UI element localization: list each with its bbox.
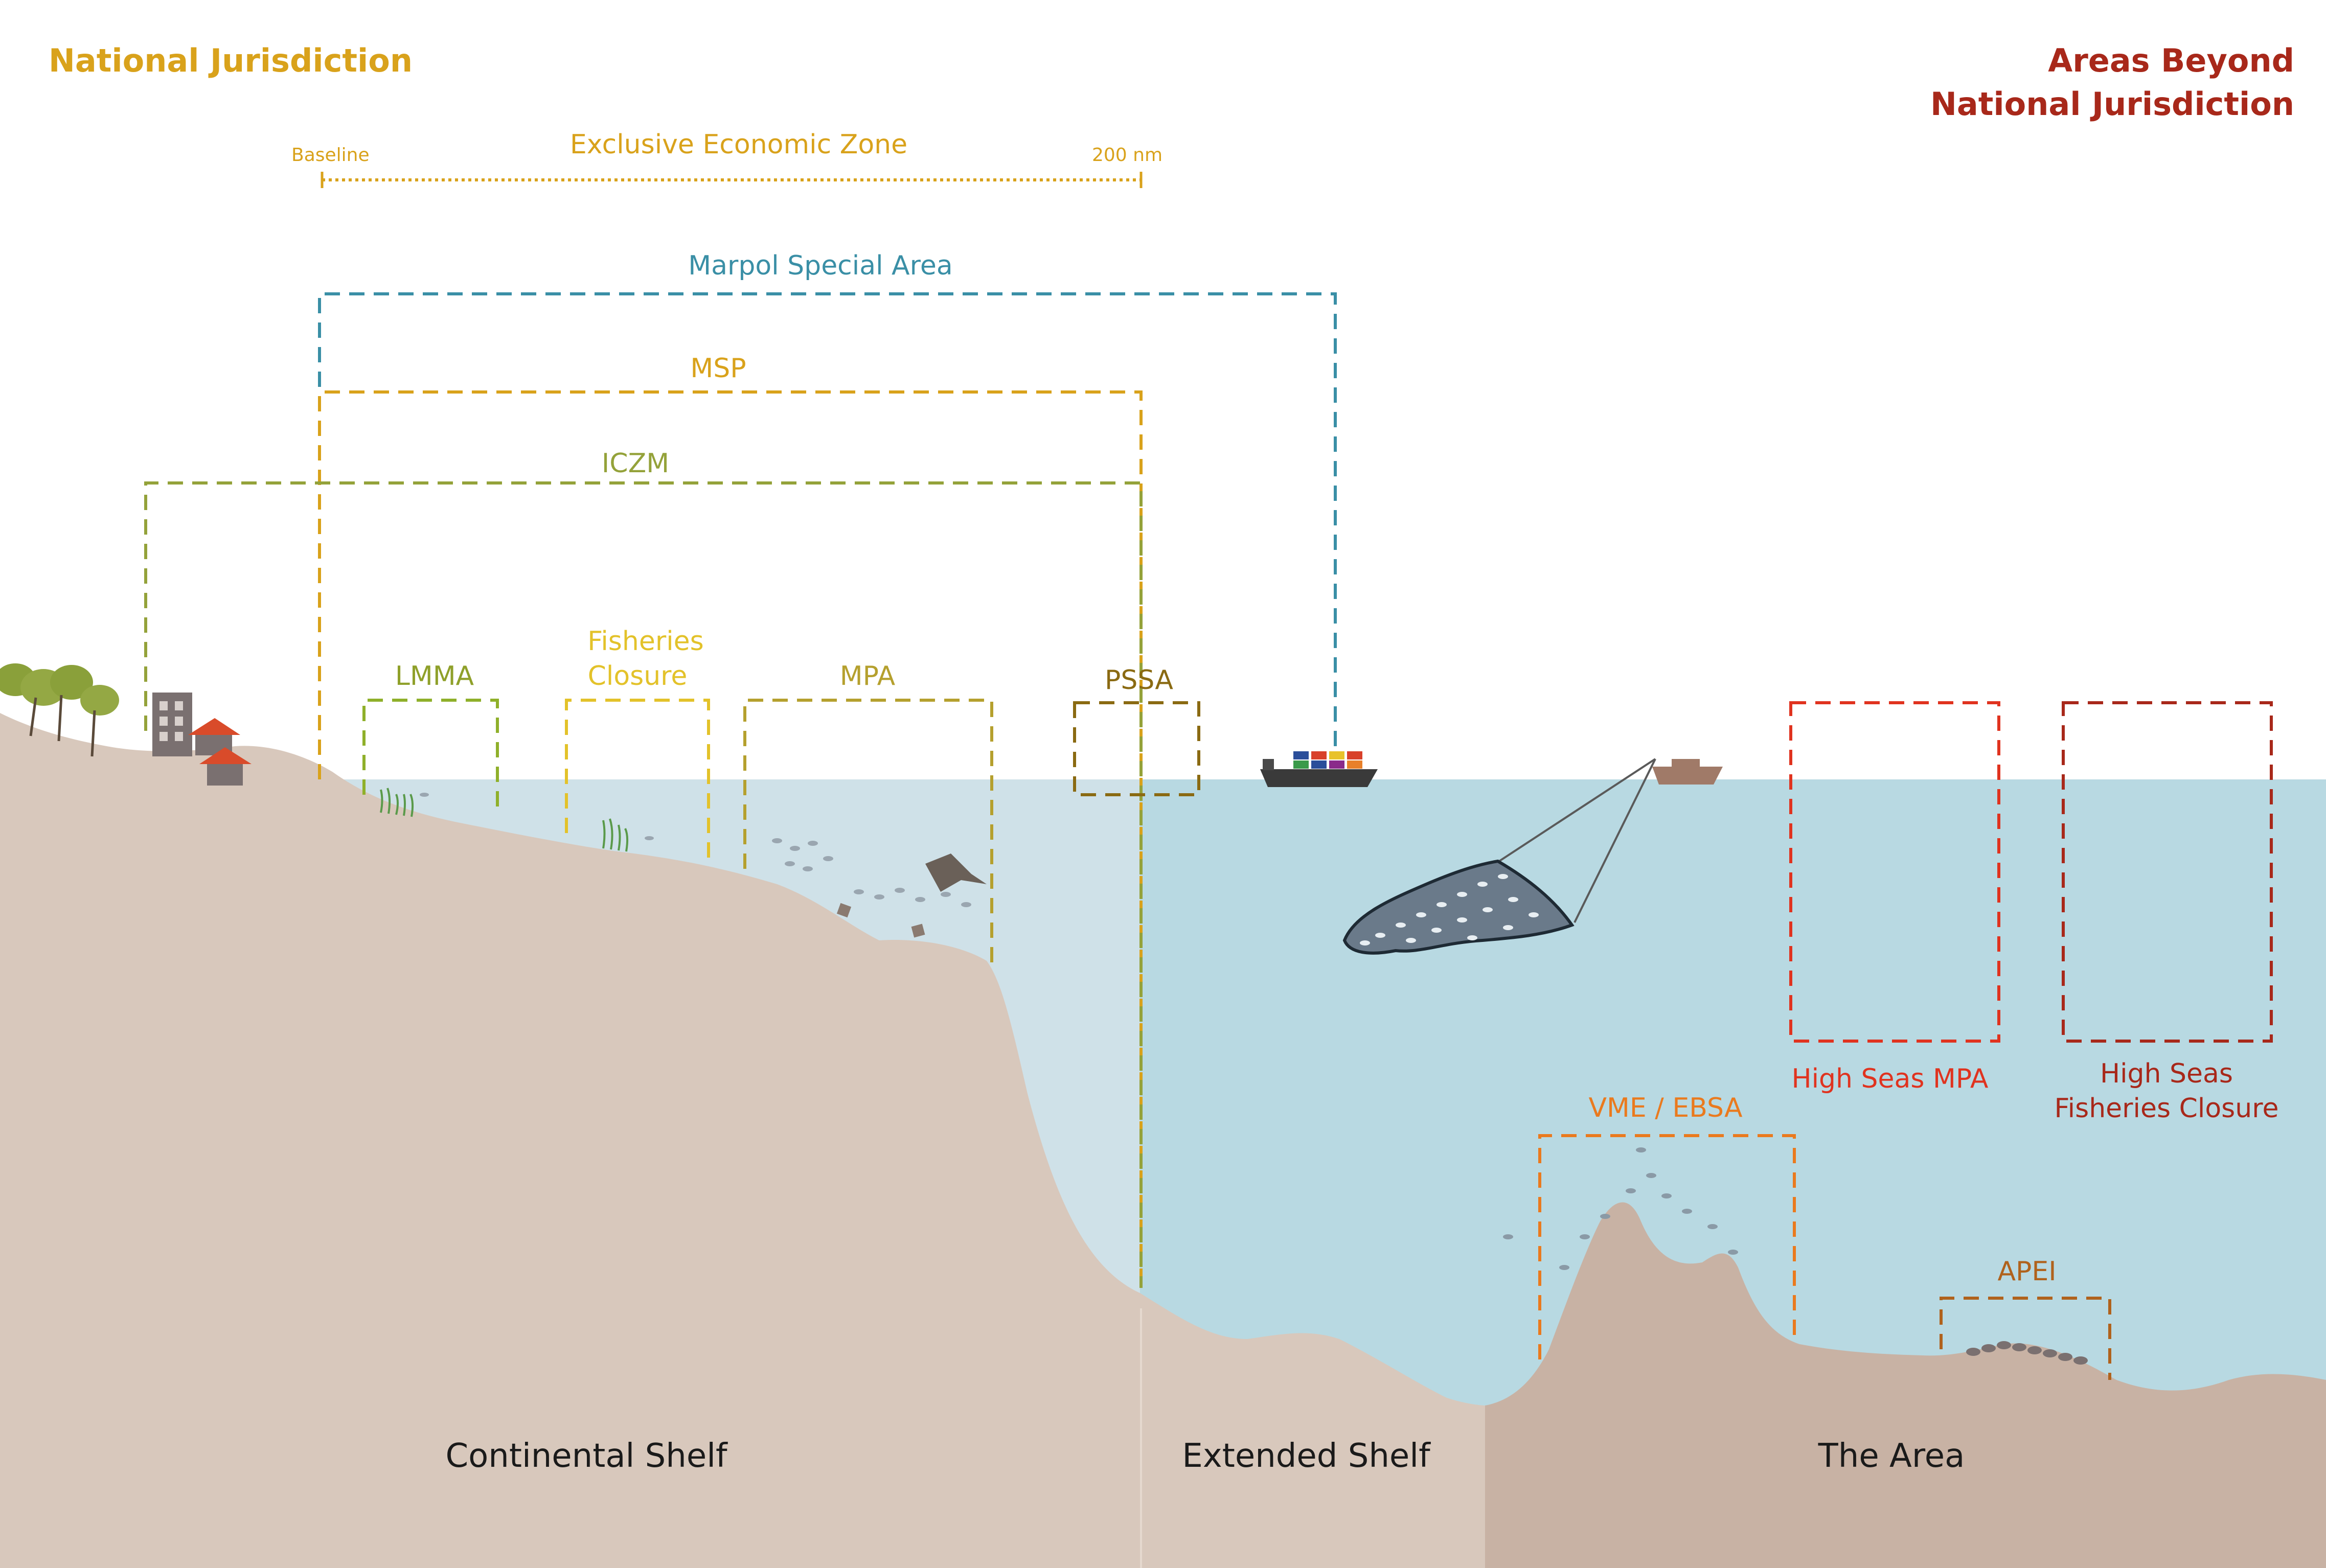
tower-building: [152, 693, 192, 756]
eez-ruler: [321, 172, 1143, 188]
net-body: [1342, 859, 1575, 955]
seagrass: [380, 788, 629, 852]
net-cable: [1494, 758, 1656, 865]
iczm-label: ICZM: [602, 448, 669, 479]
buildings: [152, 693, 252, 786]
house: [207, 764, 243, 786]
msp-label: MSP: [690, 353, 746, 384]
seamount-fish: [1503, 1147, 1738, 1270]
mpa-boundary: [743, 699, 993, 971]
lmma-label: LMMA: [395, 661, 474, 691]
marpol-special-area-boundary: [318, 292, 1337, 779]
pssa-label: PSSA: [1105, 665, 1173, 696]
ship-hull: [1260, 769, 1378, 787]
reef-fish: [420, 793, 987, 938]
high-seas-mpa-label: High Seas MPA: [1792, 1064, 1989, 1094]
trees: [0, 663, 119, 757]
the-area-label: The Area: [1818, 1437, 1965, 1475]
fisheries-closure-label-line2: Closure: [588, 661, 688, 691]
house-roof: [199, 747, 252, 764]
apei-label: APEI: [1997, 1256, 2056, 1287]
house-roof: [188, 718, 240, 735]
apei-boundary: [1940, 1297, 2111, 1380]
eez-label: Exclusive Economic Zone: [570, 129, 907, 160]
extended-shelf-label: Extended Shelf: [1182, 1437, 1431, 1475]
nodules: [1966, 1341, 2088, 1365]
abnj-header-line2: National Jurisdiction: [1930, 85, 2294, 123]
net-cable: [1574, 758, 1656, 923]
high-seas-mpa-boundary: [1789, 701, 2000, 1043]
marpol-label: Marpol Special Area: [688, 250, 952, 281]
national-jurisdiction-header: National Jurisdiction: [49, 42, 413, 79]
vme-ebsa-boundary: [1538, 1134, 1796, 1359]
continental-shelf-label: Continental Shelf: [445, 1437, 728, 1475]
mpa-label: MPA: [840, 661, 896, 691]
manta-ray: [925, 854, 987, 892]
high-seas-fc-label-line2: Fisheries Closure: [2055, 1093, 2279, 1124]
eez-end-label: 200 nm: [1092, 145, 1162, 166]
fishing-boat: [1652, 759, 1723, 785]
iczm-boundary: [144, 481, 1143, 1288]
boat-hull: [1652, 767, 1723, 785]
abyssal-seabed: [1485, 1202, 2326, 1568]
vme-ebsa-label: VME / EBSA: [1588, 1093, 1742, 1123]
high-seas-fisheries-closure-boundary: [2062, 701, 2273, 1043]
net-fish: [1360, 874, 1539, 946]
fisheries-closure-label-line1: Fisheries: [587, 626, 704, 657]
continental-landmass: [0, 713, 1485, 1568]
abnj-header-line1: Areas Beyond: [2048, 42, 2294, 79]
fisheries-closure-boundary: [565, 699, 710, 859]
high-seas-fc-label-line1: High Seas: [2100, 1058, 2233, 1089]
eez-start-label: Baseline: [291, 145, 370, 166]
trawl-net: [1342, 758, 1656, 955]
container-ship: [1260, 751, 1378, 787]
pssa-boundary: [1073, 701, 1200, 796]
lmma-boundary: [362, 699, 499, 815]
